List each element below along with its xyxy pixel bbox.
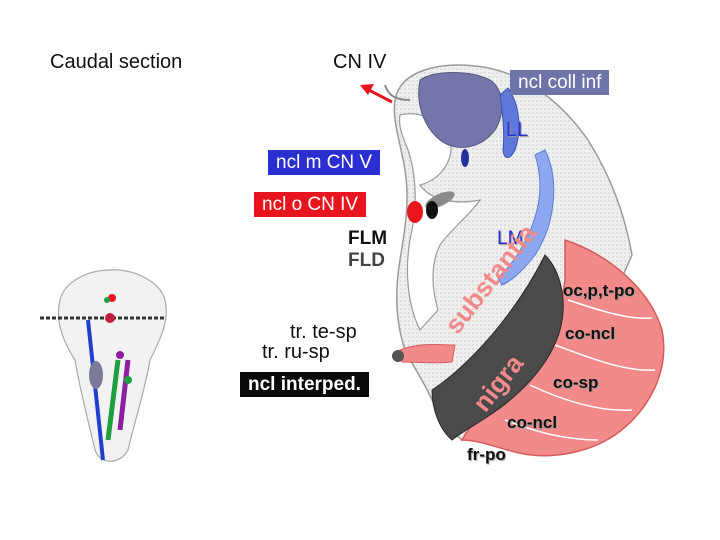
co-sp-label: co-sp [553, 373, 599, 392]
medial-lemniscus-shape [497, 149, 555, 286]
tectospinal-dot [392, 350, 404, 362]
mesencephalic-tract-spot [461, 149, 469, 167]
thumbnail-gray-nucleus [89, 361, 103, 389]
peduncle-fascicle-line-2 [554, 344, 656, 371]
oc-p-t-po-label: oc,p,t-po [563, 281, 635, 300]
thumbnail-purple-tract [117, 359, 131, 431]
ll-label: LL [506, 119, 529, 141]
tr-te-sp-label: tr. te-sp [290, 321, 357, 343]
tr-ru-sp-label: tr. ru-sp [262, 341, 330, 363]
co-ncl-label-1: co-ncl [565, 324, 616, 343]
ncl-interped-label: ncl interped. [240, 372, 369, 397]
fr-po-label: fr-po [467, 445, 506, 464]
thumbnail-purple-dot [116, 351, 124, 359]
ncl-o-cn-iv-label: ncl o CN IV [254, 192, 367, 217]
substantia-nigra-shape [431, 254, 564, 441]
peduncle-fascicle-line-1 [567, 299, 653, 320]
central-gray [398, 113, 482, 332]
ncl-coll-inf-label: ncl coll inf [510, 70, 610, 95]
ncl-m-cn-v-label: ncl m CN V [268, 150, 381, 175]
co-ncl-label-2: co-ncl [507, 413, 558, 432]
cn-iv-nerve-line [384, 84, 411, 101]
thumbnail-blue-tract [86, 319, 105, 461]
caudal-section-title: Caudal section [50, 51, 183, 73]
rubrospinal-tract-shape [399, 343, 456, 364]
thumbnail-green-dot-2 [124, 376, 132, 384]
peduncle-fascicle-line-4 [504, 419, 599, 441]
lateral-lemniscus-shape [499, 87, 520, 158]
flm-label: FLM [348, 228, 388, 249]
thumbnail-red-dot-2 [105, 313, 115, 323]
cn-iv-arrow-head [360, 84, 374, 95]
brainstem-thumbnail [40, 269, 167, 462]
lm-label: LM [497, 228, 524, 249]
thumbnail-green-tract [105, 359, 121, 441]
cn-iv-label: CN IV [333, 51, 387, 73]
trochlear-nucleus-red [407, 201, 423, 223]
trochlear-nucleus-black [426, 201, 438, 219]
fld-label: FLD [348, 250, 385, 271]
thumbnail-green-dot [104, 297, 110, 303]
inferior-colliculus-shape [418, 72, 503, 148]
peduncle-fascicle-line-3 [529, 384, 633, 411]
